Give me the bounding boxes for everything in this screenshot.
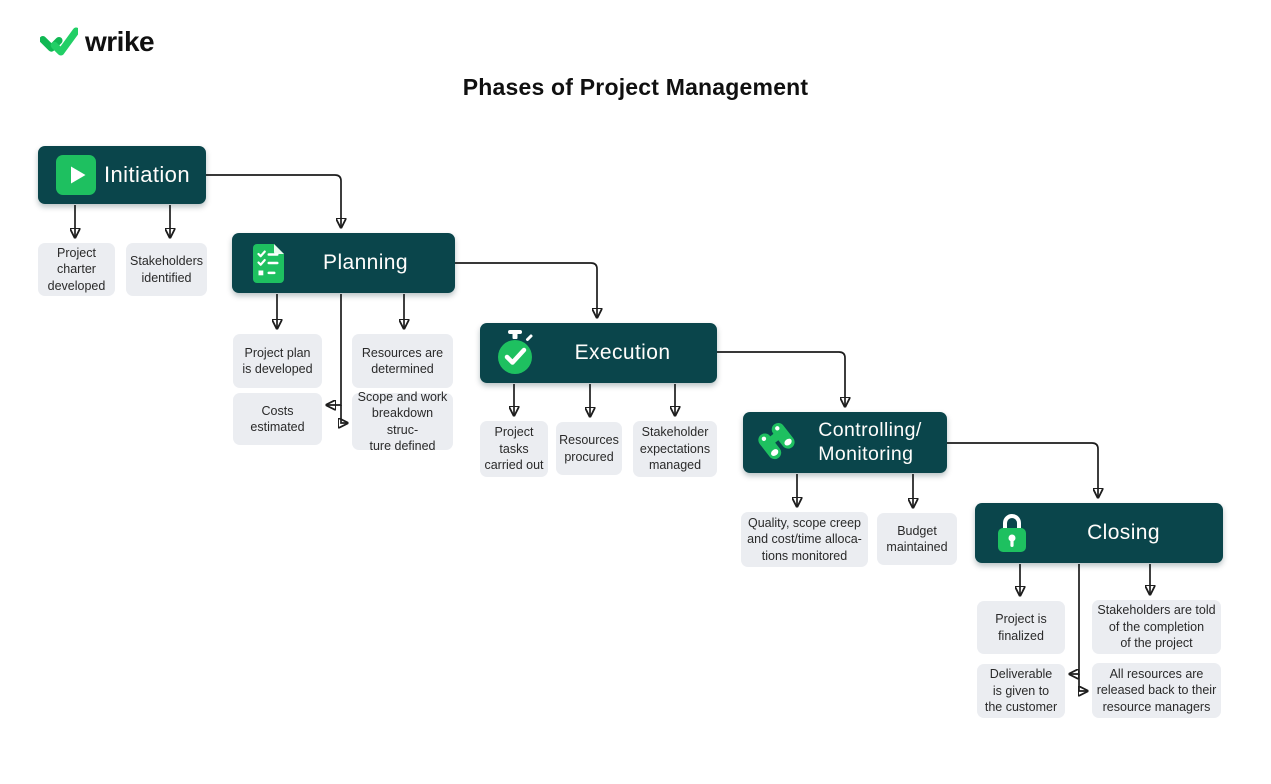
deliverable-given-to-customer: Deliverable is given to the customer: [977, 664, 1065, 718]
connector-execution-to-controlling: [717, 351, 845, 406]
deliverable-scope-wbs: Scope and work breakdown struc- ture def…: [352, 390, 453, 453]
connector-planning-costs: [327, 294, 342, 405]
deliverable-stakeholders-identified: Stakeholders identified: [126, 243, 207, 296]
deliverable-stakeholder-expectations: Stakeholder expectations managed: [633, 421, 717, 477]
deliverable-resources-released: All resources are released back to their…: [1092, 663, 1221, 718]
phase-label-controlling-monitoring: Controlling/ Monitoring: [818, 418, 922, 465]
deliverable-project-finalized: Project is finalized: [977, 601, 1065, 654]
connector-closing-resources-released: [1079, 674, 1087, 691]
connector-closing-deliverable: [1070, 564, 1080, 674]
stopwatch-icon: [494, 330, 536, 376]
checklist-document-icon: [253, 243, 284, 283]
connector-initiation-to-planning: [206, 174, 341, 227]
binoculars-icon: [755, 421, 801, 465]
deliverable-resources-determined: Resources are determined: [352, 334, 453, 388]
phase-label-closing: Closing: [1087, 521, 1160, 545]
double-check-icon: [40, 27, 78, 56]
wrike-wordmark: wrike: [85, 25, 155, 57]
play-icon: [56, 155, 96, 195]
deliverable-project-tasks: Project tasks carried out: [480, 421, 548, 477]
connector-controlling-to-closing: [947, 442, 1098, 497]
phase-box-controlling-monitoring: Controlling/ Monitoring: [743, 412, 947, 473]
wrike-logo: wrike: [40, 25, 155, 57]
phase-box-initiation: Initiation: [38, 146, 206, 204]
phase-label-initiation: Initiation: [104, 161, 190, 187]
deliverable-budget-maintained: Budget maintained: [877, 513, 957, 565]
diagram-title: Phases of Project Management: [462, 74, 809, 100]
deliverable-resources-procured: Resources procured: [556, 422, 622, 475]
deliverable-quality-monitored: Quality, scope creep and cost/time alloc…: [741, 512, 868, 567]
deliverable-stakeholders-told: Stakeholders are told of the completion …: [1092, 600, 1221, 654]
phase-label-planning: Planning: [323, 251, 408, 275]
phase-label-execution: Execution: [574, 341, 671, 365]
deliverable-project-charter: Project charter developed: [38, 243, 115, 296]
connector-planning-scope: [341, 405, 347, 423]
connector-planning-to-execution: [455, 262, 597, 317]
phase-box-planning: Planning: [232, 233, 455, 293]
deliverable-costs-estimated: Costs estimated: [233, 393, 322, 445]
phase-box-closing: Closing: [975, 503, 1223, 563]
padlock-icon: [992, 510, 1032, 556]
phase-box-execution: Execution: [480, 323, 717, 383]
deliverable-project-plan: Project plan is developed: [233, 334, 322, 388]
